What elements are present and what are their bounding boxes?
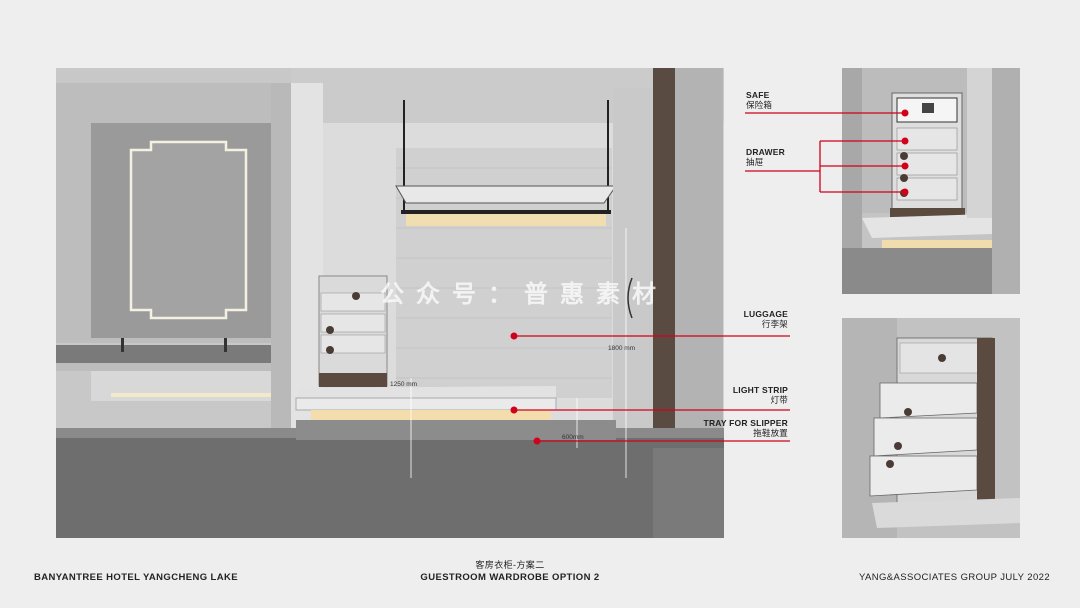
callout-luggage-en: LUGGAGE [743,309,788,319]
callout-drawer-en: DRAWER [746,147,785,157]
dimension-1250: 1250 mm [390,381,418,388]
callout-tray: TRAY FOR SLIPPER 拖鞋放置 [680,418,788,438]
watermark-text: 公众号：普惠素材 [380,281,668,308]
wardrobe-elevation-render [56,68,724,538]
dimension-600: 600mm [562,434,584,441]
sheet-title-cn: 客房衣柜-方案二 [475,560,545,570]
dimension-1800: 1800 mm [608,345,636,352]
sheet-title-en: GUESTROOM WARDROBE OPTION 2 [420,572,600,583]
callout-safe: SAFE 保险箱 [746,90,772,110]
callout-tray-cn: 拖鞋放置 [753,428,788,438]
callout-drawer: DRAWER 抽屉 [746,147,785,167]
callout-light-strip-en: LIGHT STRIP [732,385,788,395]
safe-drawer-detail-render [842,68,1020,294]
callout-safe-cn: 保险箱 [746,100,773,110]
callout-light-strip: LIGHT STRIP 灯带 [700,385,788,405]
company-credit: YANG&ASSOCIATES GROUP JULY 2022 [858,572,1050,583]
callout-tray-en: TRAY FOR SLIPPER [703,418,788,428]
callout-drawer-cn: 抽屉 [746,157,764,167]
main-rendering [56,68,724,538]
project-name: BANYANTREE HOTEL YANGCHENG LAKE [34,572,239,583]
callout-safe-en: SAFE [746,90,770,100]
callout-light-strip-cn: 灯带 [770,395,788,405]
callout-luggage-cn: 行李架 [761,319,788,329]
open-drawers-detail-render [842,318,1020,538]
callout-luggage: LUGGAGE 行李架 [700,309,788,329]
